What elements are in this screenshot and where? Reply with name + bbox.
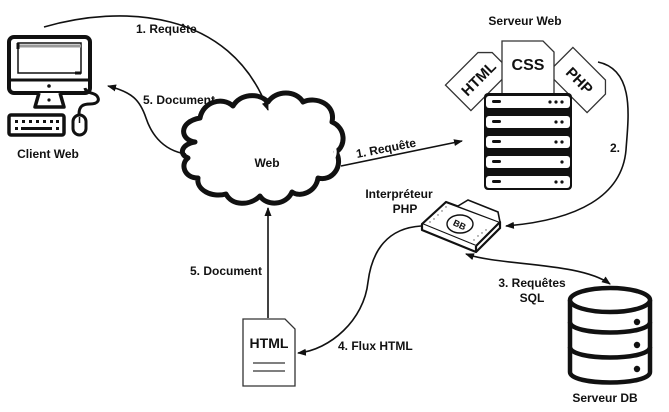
edge-interpreter-db-label-line2: SQL: [520, 291, 545, 305]
db-server-label: Serveur DB: [572, 391, 638, 405]
css-file-tag: CSS: [501, 40, 555, 96]
html-document-label: HTML: [250, 335, 289, 351]
edge-interpreter-db: [465, 253, 611, 285]
interpreter-label-line1: Interpréteur: [365, 187, 433, 201]
interpreter-label-line2: PHP: [393, 202, 418, 216]
edge-web-to-client-label: 5. Document: [143, 93, 215, 107]
web-label: Web: [254, 156, 279, 170]
edge-interpreter-to-html: [297, 225, 422, 356]
database-icon: [567, 285, 653, 385]
svg-text:CSS: CSS: [512, 57, 545, 74]
edge-web-to-client: [107, 84, 187, 155]
edge-client-to-web-label: 1. Requête: [136, 22, 197, 36]
server-web-label: Serveur Web: [488, 14, 561, 28]
client-web-label: Client Web: [17, 147, 79, 161]
edge-web-to-server: [340, 139, 463, 167]
edge-server-to-interpreter-label: 2.: [610, 141, 620, 155]
document-icon: HTML: [242, 318, 296, 387]
computer-icon: [7, 35, 100, 137]
server-stack-icon: [484, 93, 572, 190]
edge-interpreter-db-label-line1: 3. Requêtes: [498, 276, 566, 290]
edge-server-to-interpreter: [505, 61, 629, 229]
edge-interpreter-to-html-label: 4. Flux HTML: [338, 339, 413, 353]
file-tags: HTML PHP CSS: [444, 40, 607, 114]
chip-icon: BB: [420, 199, 502, 254]
cloud-icon: [179, 90, 346, 206]
edge-html-to-web-label: 5. Document: [190, 264, 262, 278]
edge-client-to-web: [43, 15, 269, 111]
